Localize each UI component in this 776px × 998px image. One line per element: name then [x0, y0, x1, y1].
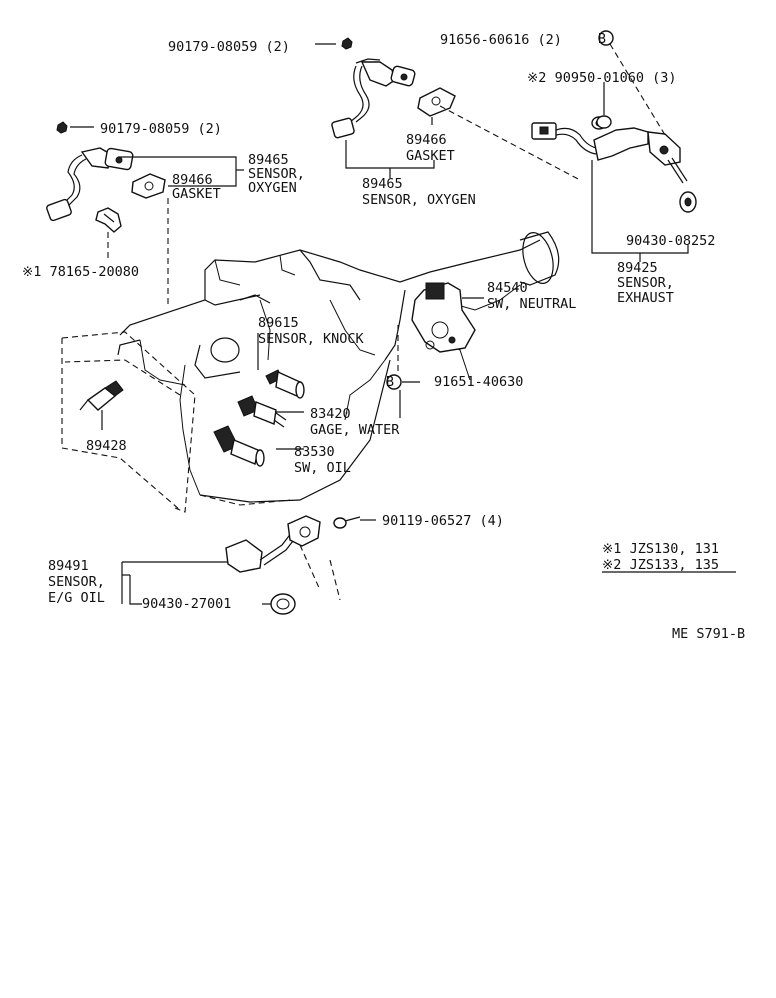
label-o2-left-num: 89465	[248, 152, 289, 168]
labels: 90179-08059 (2) 91656-60616 (2) B ※2 909…	[22, 31, 745, 642]
label-knock-num: 89615	[258, 315, 299, 331]
plug-top-marker	[598, 30, 614, 46]
clip-part	[95, 207, 122, 233]
label-oil-sensor-name1: SENSOR,	[48, 574, 105, 590]
label-exh-name2: EXHAUST	[617, 290, 674, 306]
label-note2: ※2 JZS133, 135	[602, 557, 719, 573]
label-washer-oil: 90430-27001	[142, 596, 231, 612]
label-gasket-center-num: 89466	[406, 132, 447, 148]
label-neutral-name: SW, NEUTRAL	[487, 296, 576, 312]
washer-exhaust-part	[679, 191, 697, 213]
label-o2-center-name: SENSOR, OXYGEN	[362, 192, 476, 208]
oxygen-sensor-center-part	[331, 58, 416, 139]
label-o2-left-name2: OXYGEN	[248, 180, 297, 196]
leader-lines	[101, 43, 736, 605]
neutral-switch-part	[411, 282, 476, 353]
label-o2-center-num: 89465	[362, 176, 403, 192]
nut-star2-part	[596, 115, 612, 129]
label-left-sensor-num: 89428	[86, 438, 127, 454]
label-bolt-left: 90179-08059 (2)	[100, 121, 222, 137]
label-plug-mid: 91651-40630	[434, 374, 523, 390]
water-gage-part	[237, 395, 287, 428]
bolt-left-part	[56, 121, 94, 134]
label-gasket-left-num: 89466	[172, 172, 213, 188]
label-bolt-oil: 90119-06527 (4)	[382, 513, 504, 529]
label-water-name: GAGE, WATER	[310, 422, 400, 438]
label-washer-exh: 90430-08252	[626, 233, 715, 249]
gasket-left-part	[131, 173, 166, 199]
label-neutral-num: 84540	[487, 280, 528, 296]
block-plate	[61, 331, 196, 513]
label-note1: ※1 JZS130, 131	[602, 541, 719, 557]
bolt-top-part	[315, 37, 353, 50]
label-exh-name1: SENSOR,	[617, 275, 674, 291]
label-exh-num: 89425	[617, 260, 658, 276]
knock-sensor-part	[265, 369, 305, 399]
label-gasket-center-name: GASKET	[406, 148, 455, 164]
oil-level-sensor-part	[225, 515, 321, 573]
gasket-center-part	[417, 87, 456, 125]
exhaust-sensor-part	[531, 116, 688, 184]
label-oil-sw-name: SW, OIL	[294, 460, 351, 476]
washer-oil-part	[270, 593, 296, 615]
bolt-oil-part	[333, 516, 361, 529]
label-mark-b-top: B	[598, 31, 606, 47]
oil-switch-part	[213, 425, 265, 467]
label-o2-left-name1: SENSOR,	[248, 166, 305, 182]
plug-mid-marker	[386, 374, 402, 390]
label-oil-sensor-name2: E/G OIL	[48, 590, 105, 606]
label-gasket-left-name: GASKET	[172, 186, 221, 202]
label-nut-star2: ※2 90950-01060 (3)	[527, 70, 676, 86]
label-mark-b-mid: B	[386, 374, 394, 390]
label-plug-top: 91656-60616 (2)	[440, 32, 562, 48]
oxygen-sensor-left-part	[46, 147, 134, 222]
label-knock-name: SENSOR, KNOCK	[258, 331, 365, 347]
label-water-num: 83420	[310, 406, 351, 422]
label-oil-sw-num: 83530	[294, 444, 335, 460]
label-page-code: ME S791-B	[672, 626, 745, 642]
label-clip-star1: ※1 78165-20080	[22, 264, 139, 280]
label-oil-sensor-num: 89491	[48, 558, 89, 574]
left-sensor-part	[79, 380, 124, 411]
label-bolt-top: 90179-08059 (2)	[168, 39, 290, 55]
